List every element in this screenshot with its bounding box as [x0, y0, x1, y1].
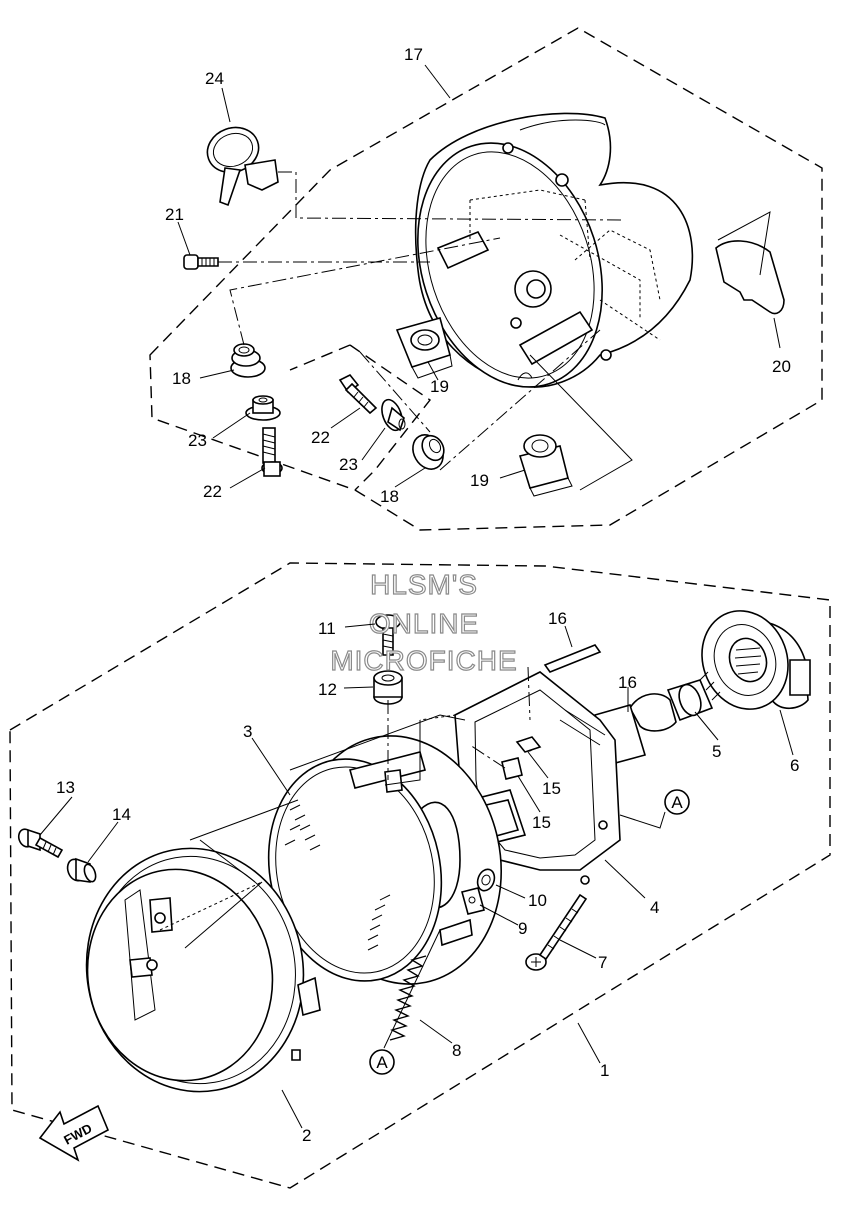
grommet-18-upper: [230, 343, 266, 378]
leader-22-upper: [359, 351, 431, 433]
leader-a-upper: [619, 811, 666, 829]
callout-3: 3: [243, 722, 252, 741]
leader-24-to-body: [278, 171, 626, 221]
callout-22-lower: 22: [203, 482, 222, 501]
screw-21: [183, 254, 219, 270]
callout-18-lower: 18: [380, 487, 399, 506]
callout-15-lower: 15: [532, 813, 551, 832]
screw-11: [375, 614, 401, 656]
group-17-dashed-boundary: [149, 27, 823, 531]
callout-17: 17: [404, 45, 423, 64]
leader-20-bracket: [717, 211, 771, 276]
callout-19-upper: 19: [430, 377, 449, 396]
callout-9: 9: [518, 919, 527, 938]
lens-outline-lines: [184, 799, 299, 949]
callout-24: 24: [205, 69, 224, 88]
nut-15-upper: [515, 736, 542, 753]
bolt-22-lower: [261, 427, 283, 477]
callout-13: 13: [56, 778, 75, 797]
callout-11: 11: [318, 619, 336, 638]
callout-16-upper: 16: [548, 609, 567, 628]
callout-21: 21: [165, 205, 184, 224]
leader-bracket-to-housing: [469, 744, 506, 769]
nut-15-lower: [501, 757, 523, 780]
reference-marker-a-lower: A: [369, 1049, 395, 1075]
collar-23-lower: [381, 398, 406, 432]
spring-8: [389, 955, 427, 1041]
leader-spring-to-a: [383, 929, 441, 1049]
callout-8: 8: [452, 1041, 461, 1060]
forward-direction-arrow: FWD: [38, 1104, 110, 1162]
clip-19-lower: [518, 434, 573, 497]
reference-marker-a-upper: A: [664, 789, 690, 815]
adjuster-10: [476, 868, 496, 892]
svg-text:A: A: [376, 1053, 388, 1072]
callout-19-lower: 19: [470, 471, 489, 490]
leader-18-to-body: [229, 237, 501, 346]
callout-leaders: [39, 64, 794, 1129]
watermark-line-3: MICROFICHE: [330, 645, 517, 676]
watermark-line-2: ONLINE: [369, 608, 479, 639]
callout-2: 2: [302, 1126, 311, 1145]
collar-23-upper: [245, 395, 281, 421]
bolt-22-upper: [338, 373, 378, 415]
callout-16-lower: 16: [618, 673, 637, 692]
callout-18-upper: 18: [172, 369, 191, 388]
bulb-5: [629, 671, 721, 732]
svg-text:A: A: [671, 793, 683, 812]
callout-15-upper: 15: [542, 779, 561, 798]
group-23-inner-boundary: [289, 344, 432, 491]
callout-22-upper: 22: [311, 428, 330, 447]
callout-23-upper: 23: [188, 431, 207, 450]
socket-cover-6: [701, 610, 811, 710]
callout-4: 4: [650, 898, 659, 917]
callout-numbers: 17 24 21 18 19 20 23 22 22 23 18 19 11 1…: [56, 45, 799, 1145]
leader-16-upper: [527, 666, 531, 721]
lens-unit-3: [267, 735, 503, 985]
band-clamp-24: [206, 126, 279, 207]
rim-to-lens-dotted: [159, 881, 263, 931]
rim-2: [85, 847, 321, 1093]
callout-12: 12: [318, 680, 337, 699]
grommet-18-lower: [412, 434, 445, 470]
watermark-line-1: HLSM'S: [370, 569, 478, 600]
screw-13: [17, 828, 64, 859]
headlight-body-17: [414, 112, 694, 388]
callout-5: 5: [712, 742, 721, 761]
nut-9: [461, 887, 485, 915]
callout-14: 14: [112, 805, 131, 824]
lens-to-bracket-box: [289, 714, 466, 786]
bracket-20: [715, 240, 785, 315]
callout-6: 6: [790, 756, 799, 775]
screw-7: [525, 893, 588, 971]
callout-1: 1: [600, 1061, 609, 1080]
leader-19-bracket: [529, 354, 633, 491]
clip-19-upper: [395, 317, 453, 379]
watermark: HLSM'S ONLINE MICROFICHE: [330, 568, 518, 676]
callout-7: 7: [598, 953, 607, 972]
callout-10: 10: [528, 891, 547, 910]
leader-18-lower-to-body: [439, 329, 601, 471]
collar-14: [66, 857, 97, 883]
strip-16-upper: [543, 644, 602, 673]
callout-20: 20: [772, 357, 791, 376]
callout-23-lower: 23: [339, 455, 358, 474]
